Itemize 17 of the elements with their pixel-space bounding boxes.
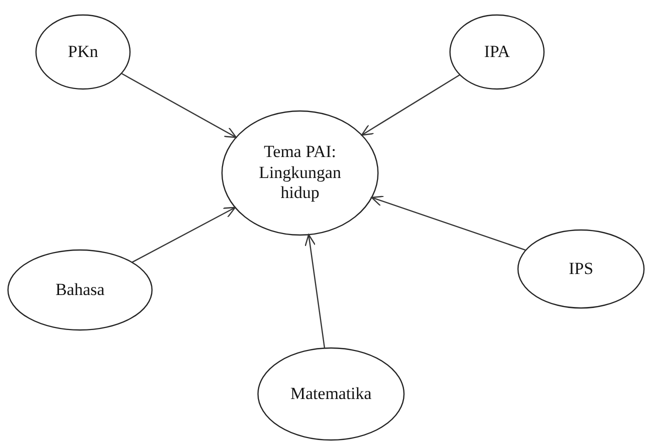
node-ellipse [35, 14, 131, 90]
node-label: Matematika [290, 384, 372, 404]
node-ellipse [221, 110, 379, 236]
node-label: IPS [568, 258, 594, 280]
node-ellipse [517, 229, 645, 309]
arrow [121, 72, 237, 138]
node-label: Tema PAI: Lingkungan hidup [258, 142, 342, 204]
arrow [361, 74, 460, 136]
node-label: Bahasa [55, 280, 105, 300]
arrow [304, 234, 326, 348]
arrow [371, 196, 526, 251]
node-label: IPA [484, 42, 510, 62]
arrow [132, 206, 236, 263]
node-ellipse [257, 347, 405, 441]
node-label: PKn [68, 42, 98, 62]
node-ellipse [7, 249, 153, 331]
node-ellipse [449, 14, 545, 90]
